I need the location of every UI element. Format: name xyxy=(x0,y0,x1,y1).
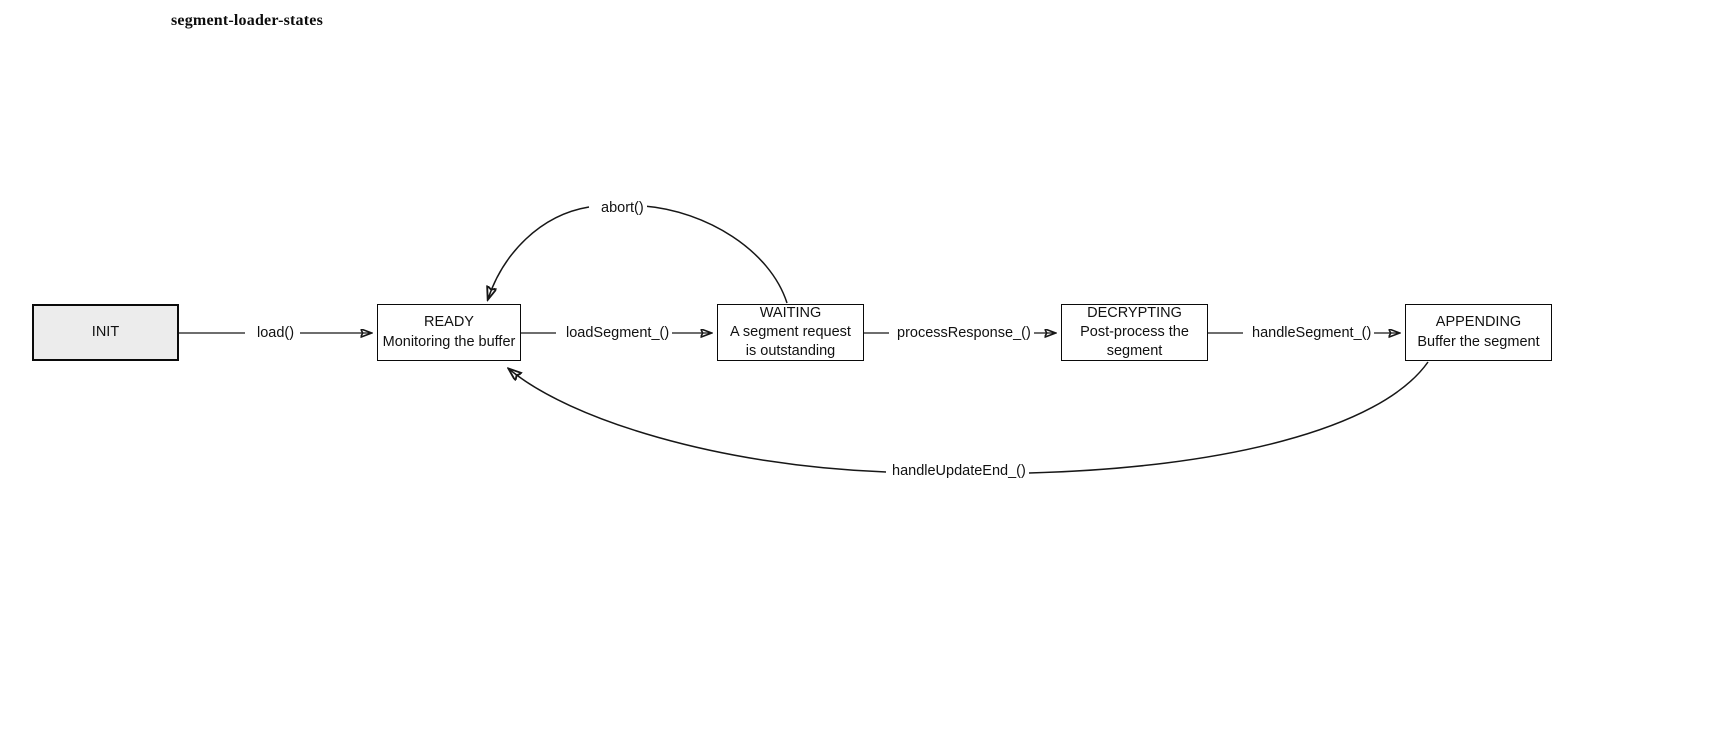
state-box-appending[interactable]: APPENDING Buffer the segment xyxy=(1405,304,1552,361)
state-ready-desc: Monitoring the buffer xyxy=(382,333,516,350)
state-waiting-desc-line2: is outstanding xyxy=(745,343,836,360)
state-decrypting-desc-line2: segment xyxy=(1106,343,1163,360)
edge-handle-update-end-left xyxy=(509,369,887,473)
state-appending-name: APPENDING xyxy=(1435,314,1522,331)
state-appending-desc: Buffer the segment xyxy=(1417,333,1540,350)
edge-label-abort: abort() xyxy=(598,200,647,217)
state-decrypting-name: DECRYPTING xyxy=(1087,304,1182,321)
edge-label-load: load() xyxy=(254,325,298,342)
state-box-waiting[interactable]: WAITING A segment request is outstanding xyxy=(717,304,864,361)
edge-label-process-response: processResponse_() xyxy=(894,325,1034,342)
edge-abort-left xyxy=(488,206,590,299)
state-ready-name: READY xyxy=(424,314,474,331)
state-waiting-name: WAITING xyxy=(759,304,822,321)
edge-label-handle-segment: handleSegment_() xyxy=(1249,325,1375,342)
state-init-name: INIT xyxy=(91,323,120,340)
state-box-ready[interactable]: READY Monitoring the buffer xyxy=(377,304,521,361)
edge-abort-right xyxy=(643,205,788,304)
edge-label-handle-update-end: handleUpdateEnd_() xyxy=(889,463,1029,480)
page-title: segment-loader-states xyxy=(171,12,324,29)
state-box-decrypting[interactable]: DECRYPTING Post-process the segment xyxy=(1061,304,1208,361)
state-decrypting-desc-line1: Post-process the xyxy=(1080,323,1189,340)
edge-label-load-segment: loadSegment_() xyxy=(563,325,673,342)
state-waiting-desc-line1: A segment request xyxy=(730,323,851,340)
edge-handle-update-end-right xyxy=(1028,361,1429,474)
state-box-init[interactable]: INIT xyxy=(32,304,179,361)
